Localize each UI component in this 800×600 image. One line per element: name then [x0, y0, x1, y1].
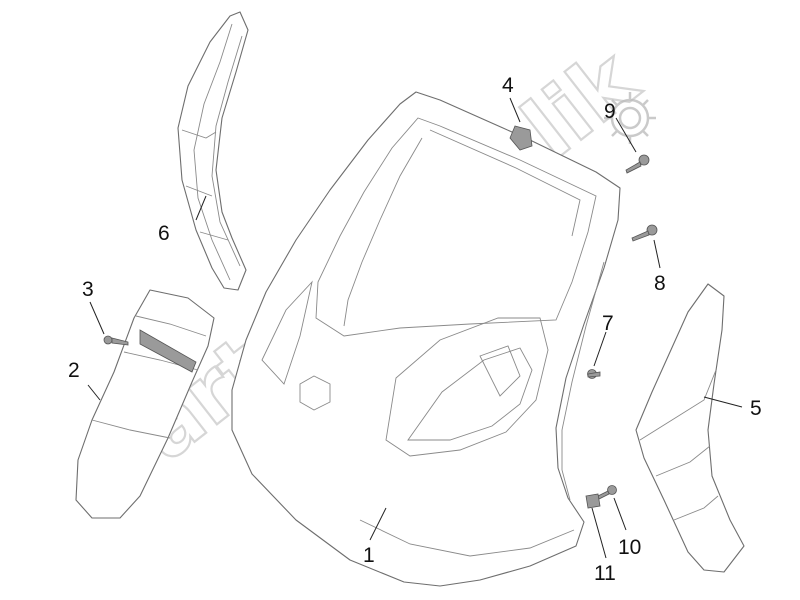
callout-8: 8: [654, 272, 666, 295]
gear-icon: [604, 92, 656, 144]
part-8-screw: [631, 224, 658, 242]
callout-7: 7: [602, 312, 614, 335]
callout-3: 3: [82, 278, 94, 301]
part-5-right-side-cover: [635, 283, 745, 573]
callout-6: 6: [158, 222, 170, 245]
callout-2: 2: [68, 359, 80, 382]
part-2-left-side-cover: [75, 289, 215, 519]
callout-9: 9: [604, 100, 616, 123]
part-4-clip: [509, 125, 533, 151]
part-9-screw: [625, 154, 650, 174]
callout-labels: 1 2 3 4 5 6 7 8 9 10 11: [68, 74, 762, 585]
part-6-upper-trim: [177, 11, 249, 291]
callout-5: 5: [750, 397, 762, 420]
part-1-front-shield: [231, 91, 621, 587]
callout-4: 4: [502, 74, 514, 97]
part-11-nut-clip: [585, 493, 601, 509]
part-10-screw: [597, 485, 617, 500]
callout-10: 10: [618, 536, 641, 559]
leader-lines: [87, 97, 743, 559]
callout-1: 1: [363, 544, 375, 567]
part-3-screw: [103, 335, 129, 346]
callout-11: 11: [594, 562, 616, 585]
part-7-screw: [587, 369, 601, 379]
